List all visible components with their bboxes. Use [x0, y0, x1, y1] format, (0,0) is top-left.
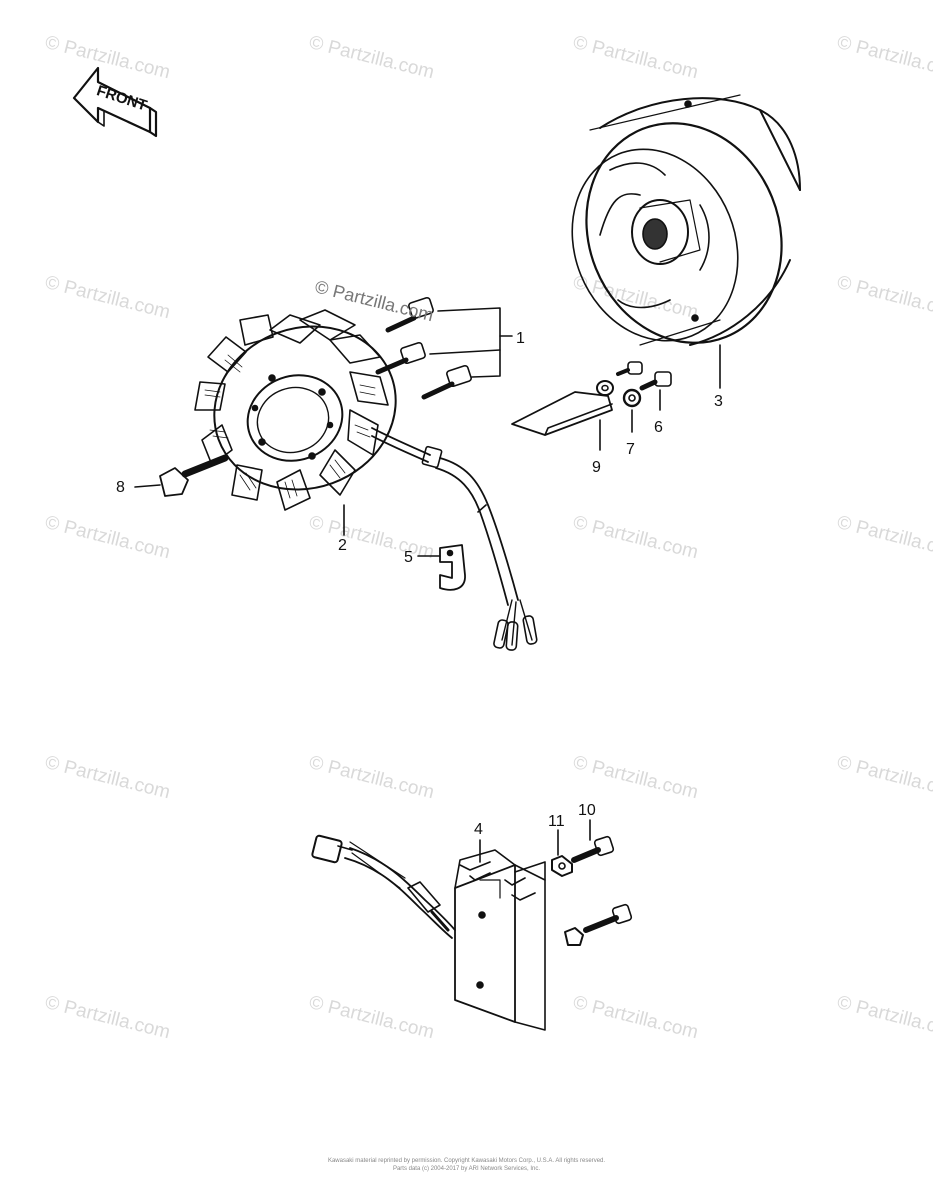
callout-8: 8 [116, 479, 125, 496]
copyright-line: Kawasaki material reprinted by permissio… [327, 1158, 606, 1164]
wire-clamp-5 [417, 544, 466, 591]
callout-6: 6 [654, 419, 663, 436]
callout-10: 10 [578, 802, 596, 819]
bolt-8 [134, 454, 229, 497]
stator-screws [375, 296, 513, 400]
callout-5: 5 [404, 549, 413, 566]
copyright-line-2: Parts data (c) 2004-2017 by ARI Network … [392, 1166, 541, 1172]
callout-9: 9 [592, 459, 601, 476]
pickup-bracket [511, 380, 614, 451]
callout-3: 3 [714, 393, 723, 410]
callout-2: 2 [338, 537, 347, 554]
center-watermark: © Partzilla.com [313, 276, 436, 325]
stator-coil [194, 309, 397, 511]
front-arrow-icon: FRONT [72, 66, 158, 138]
bolt-10 [571, 819, 633, 933]
callout-11: 11 [548, 813, 565, 830]
callout-1: 1 [516, 330, 525, 347]
rotor-flywheel [571, 94, 801, 346]
regulator-wire-harness [311, 834, 456, 939]
callout-7: 7 [626, 441, 635, 458]
callout-4: 4 [474, 821, 483, 838]
nut-11 [551, 829, 584, 946]
regulator-rectifier [454, 839, 546, 1031]
stator-wire-harness [371, 427, 538, 651]
washer-7 [622, 388, 642, 433]
bolt-6 [616, 361, 672, 411]
